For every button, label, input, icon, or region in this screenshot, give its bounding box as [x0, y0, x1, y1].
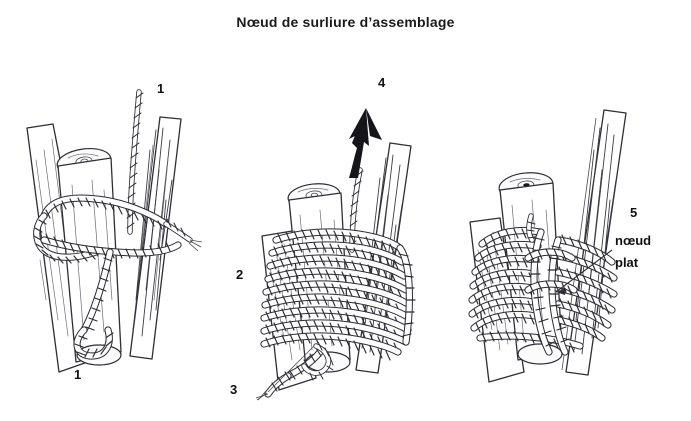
rope-standing-end-1 [126, 89, 144, 235]
reef-knot-leader-line [555, 249, 613, 295]
panel-3-drawing [468, 109, 627, 383]
step-label-1-bottom: 1 [74, 367, 82, 382]
step-label-4: 4 [378, 75, 386, 90]
rope-wrap-stack-2 [260, 228, 416, 361]
knot-name-line-1: nœud [615, 233, 652, 248]
panel-1-drawing [26, 89, 203, 373]
step-label-1-top: 1 [157, 81, 165, 96]
step-label-3: 3 [230, 382, 238, 397]
rope-left-loop-1 [33, 212, 100, 264]
rope-descending-1 [80, 248, 114, 334]
rope-upper-turn-1 [40, 194, 170, 230]
rope-wraps-left-3 [468, 226, 544, 333]
step-label-5: 5 [630, 205, 638, 220]
rope-bottom-loop-1 [73, 326, 114, 360]
step-label-2: 2 [236, 267, 244, 282]
rope-tail-right-1 [163, 218, 203, 252]
knot-name-line-2: plat [615, 255, 639, 270]
page-title: Nœud de surliure d’assemblage [236, 14, 455, 30]
panel-2-drawing [255, 108, 416, 401]
reef-knot [524, 213, 578, 356]
rope-tail-lower-2 [255, 341, 334, 401]
pull-direction-arrow [349, 108, 382, 178]
